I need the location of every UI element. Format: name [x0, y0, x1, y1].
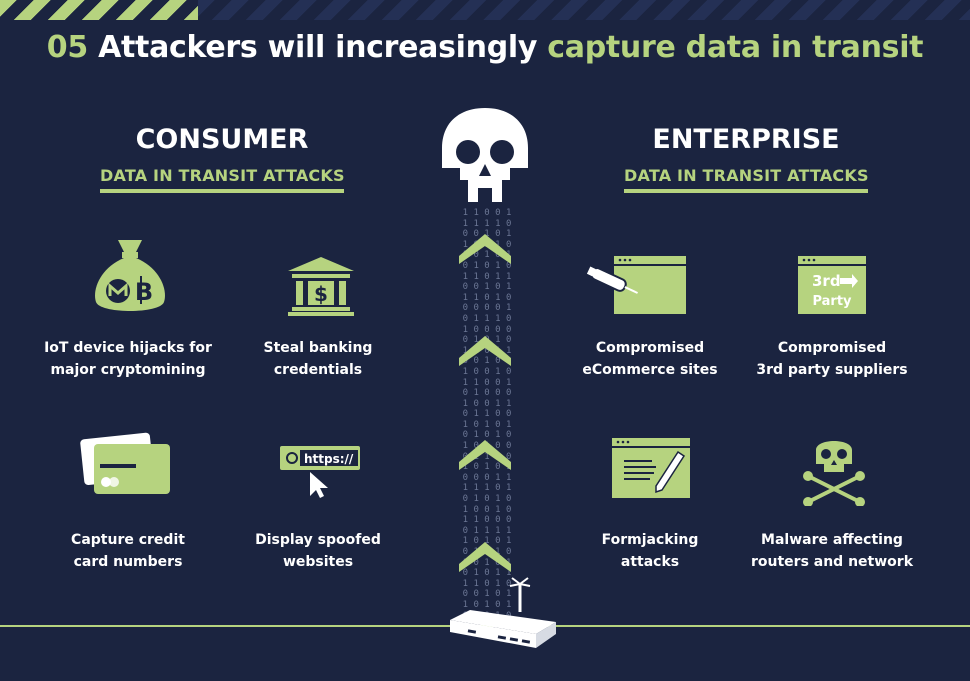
consumer-subheading: DATA IN TRANSIT ATTACKS	[100, 166, 344, 193]
binary-stream: 1 1 0 0 1 1 1 1 1 0 0 0 1 0 1 1 0 1 1 0 …	[462, 208, 512, 621]
form-pen-icon	[612, 438, 690, 498]
title-part1: Attackers will increasingly	[98, 30, 538, 65]
crypto-moneybag-icon: B	[95, 240, 165, 311]
third-party-icon: 3rd Party	[798, 256, 866, 314]
up-chevron-icon	[459, 336, 511, 366]
enterprise-heading: ENTERPRISE	[652, 124, 840, 155]
skull-icon	[442, 108, 528, 202]
svg-text:$: $	[314, 282, 328, 306]
header-stripe-accent	[0, 0, 198, 20]
spoofed-url-icon: https://	[280, 446, 360, 498]
router-icon	[450, 577, 556, 648]
url-text: https://	[304, 452, 354, 466]
enterprise-subheading: DATA IN TRANSIT ATTACKS	[624, 166, 868, 193]
badge-bottom: Party	[812, 294, 852, 309]
header-stripe	[198, 0, 970, 20]
credit-card-icon	[80, 432, 170, 494]
up-chevron-icon	[459, 440, 511, 470]
syringe-browser-icon	[586, 256, 686, 314]
skull-network-icon	[803, 441, 865, 506]
consumer-heading: CONSUMER	[135, 124, 309, 155]
svg-text:B: B	[135, 278, 153, 306]
bank-icon: $	[288, 257, 354, 316]
title-part2: capture data in transit	[547, 30, 924, 65]
up-chevron-icon	[459, 542, 511, 572]
title-number: 05	[46, 30, 88, 65]
badge-top: 3rd	[812, 272, 841, 290]
up-chevron-icon	[459, 234, 511, 264]
page-title: 05 Attackers will increasingly capture d…	[0, 30, 970, 65]
